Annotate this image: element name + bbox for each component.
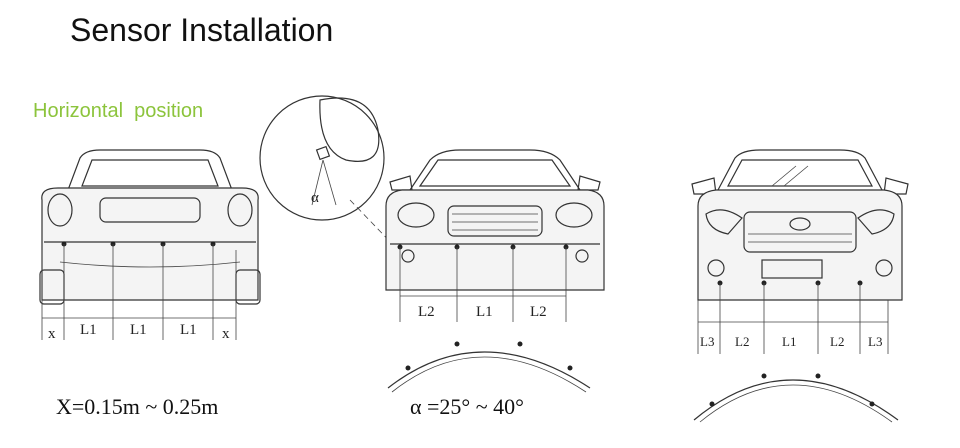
dim-label: L1 — [80, 322, 97, 338]
dim-label: L1 — [476, 304, 493, 320]
angle-detail-circle: α — [259, 95, 401, 253]
left-car-dimension-labels: x L1 L1 L1 x — [48, 322, 230, 342]
right-car-dimension-labels: L3 L2 L1 L2 L3 — [700, 334, 882, 349]
dim-label: L1 — [180, 322, 197, 338]
middle-car-front-view — [385, 149, 605, 393]
dim-label: L2 — [418, 304, 435, 320]
dim-label: L2 — [830, 334, 844, 349]
angle-formula: α =25° ~ 40° — [410, 394, 524, 419]
angle-symbol: α — [311, 190, 319, 206]
distance-formula: X=0.15m ~ 0.25m — [56, 394, 219, 419]
dim-label: L2 — [735, 334, 749, 349]
left-car-rear-view — [39, 149, 261, 340]
page-title: Sensor Installation — [70, 12, 334, 48]
dim-label: x — [48, 326, 56, 342]
dim-label: L1 — [130, 322, 147, 338]
dim-label: L3 — [700, 334, 714, 349]
right-car-front-view — [691, 149, 909, 423]
dim-label: L2 — [530, 304, 547, 320]
middle-car-dimension-labels: L2 L1 L2 — [418, 304, 547, 320]
dim-label: x — [222, 326, 230, 342]
dim-label: L1 — [782, 334, 796, 349]
horizontal-position-label: Horizontal position — [33, 100, 204, 122]
dim-label: L3 — [868, 334, 882, 349]
